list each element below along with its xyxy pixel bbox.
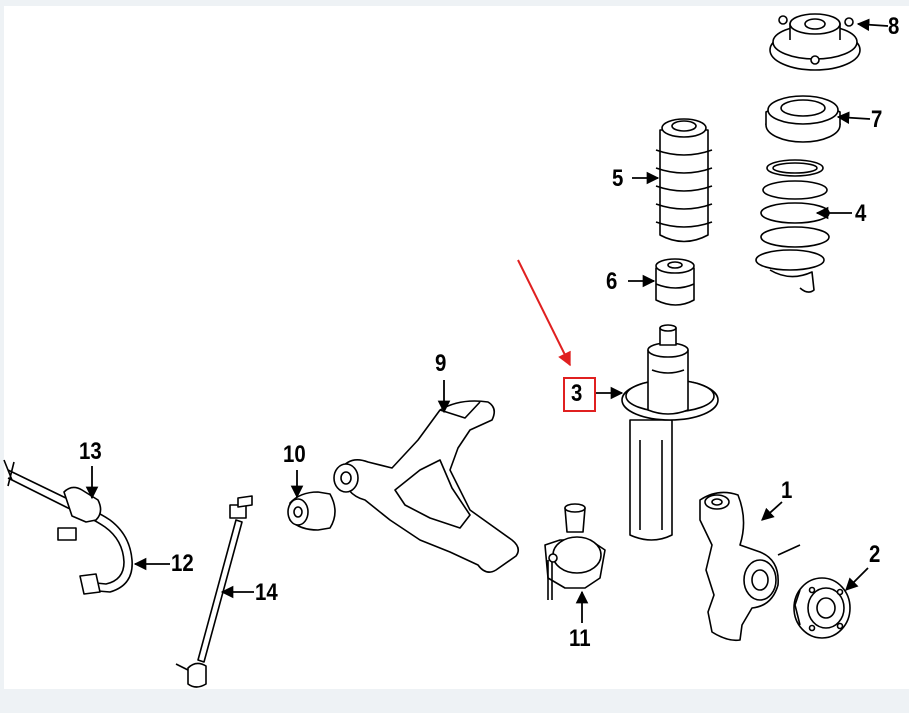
wheel-hub: [793, 577, 851, 639]
dust-boot: [655, 118, 713, 243]
bearing-seat: [765, 95, 841, 143]
steering-knuckle: [699, 491, 801, 642]
callout-5: 5: [612, 165, 624, 192]
callout-11: 11: [569, 625, 591, 652]
coil-spring: [755, 159, 830, 293]
highlight-arrow: [517, 259, 571, 367]
bump-stop: [655, 258, 695, 306]
callout-9: 9: [435, 350, 447, 377]
stabilizer-bar: [3, 459, 133, 593]
strut-mount: [769, 13, 861, 71]
callout-14: 14: [255, 579, 278, 606]
ball-joint: [544, 503, 606, 600]
callout-10: 10: [283, 441, 306, 468]
callout-13: 13: [79, 438, 102, 465]
callout-3-highlight-box: [563, 377, 596, 412]
callout-2: 2: [869, 541, 881, 568]
callout-3: 3: [571, 380, 583, 407]
bushing: [287, 491, 336, 531]
callout-7: 7: [871, 106, 883, 133]
callout-6: 6: [606, 268, 618, 295]
callout-1: 1: [781, 477, 793, 504]
stabilizer-link: [175, 495, 253, 688]
strut-assembly: [621, 324, 719, 541]
stabilizer-bracket: [57, 486, 102, 595]
callout-8: 8: [888, 13, 900, 40]
callout-12: 12: [171, 550, 194, 577]
control-arm: [333, 400, 520, 573]
callout-4: 4: [855, 200, 867, 227]
